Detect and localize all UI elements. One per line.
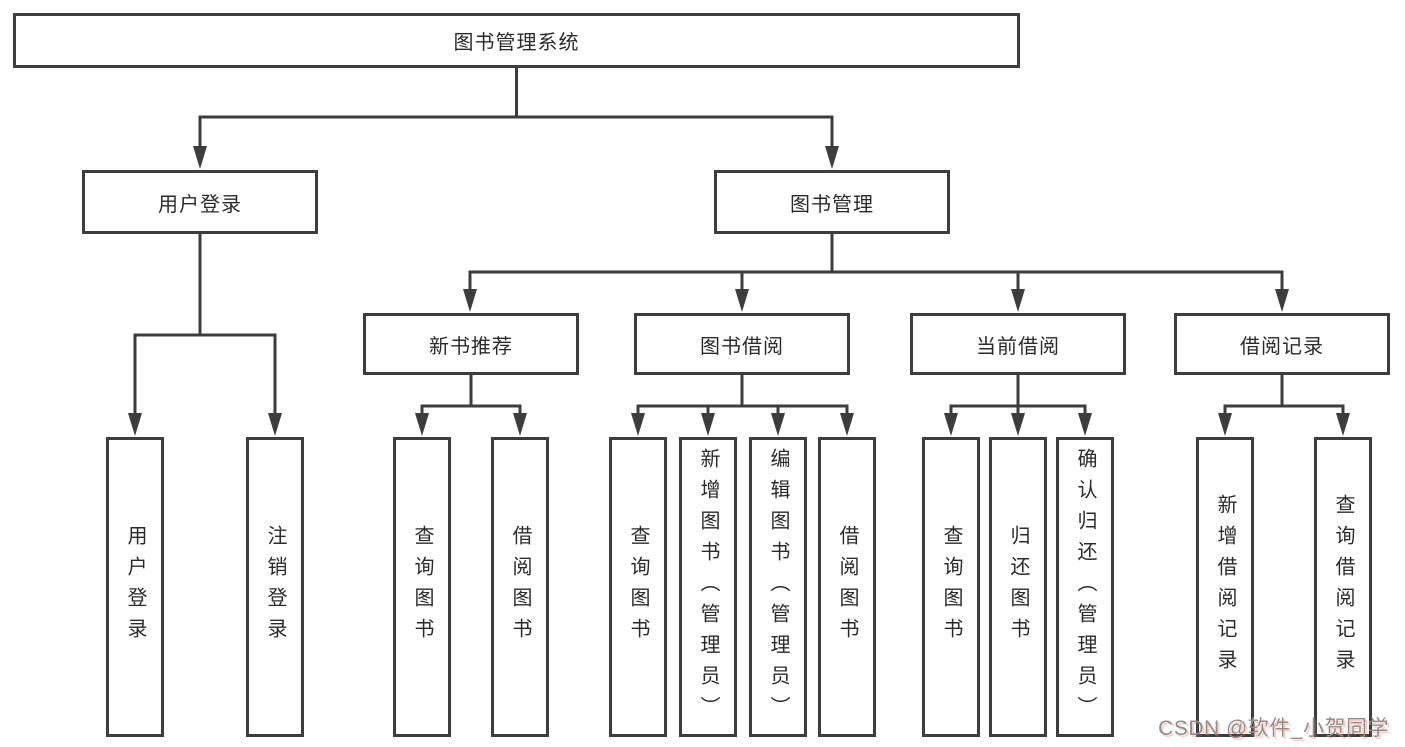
- csdn-watermark: CSDN @软件_小贺同学: [1158, 717, 1389, 740]
- leaf-query-borrow-record: 查询借阅记录: [1314, 437, 1372, 737]
- leaf-query-book-borrow: 查询图书: [609, 437, 667, 737]
- connector-book-borrow-branch: [631, 374, 854, 436]
- leaf-add-book-admin: 新增图书（管理员）: [679, 437, 737, 737]
- node-book-management: 图书管理: [714, 170, 950, 234]
- connector-borrow-record-branch: [1218, 374, 1350, 436]
- leaf-borrow-book: 借阅图书: [818, 437, 876, 737]
- node-user-login: 用户登录: [82, 170, 318, 234]
- leaf-edit-book-admin: 编辑图书（管理员）: [749, 437, 807, 737]
- node-new-book-recommend: 新书推荐: [363, 313, 579, 375]
- leaf-query-book-current: 查询图书: [922, 437, 980, 737]
- leaf-query-book-recommend: 查询图书: [393, 437, 451, 737]
- leaf-user-login: 用户登录: [106, 437, 164, 737]
- node-current-borrow: 当前借阅: [910, 313, 1126, 375]
- node-borrow-record: 借阅记录: [1174, 313, 1390, 375]
- node-root-system: 图书管理系统: [13, 13, 1020, 68]
- leaf-return-book: 归还图书: [989, 437, 1047, 737]
- connector-user-login-branch: [128, 233, 282, 436]
- connector-current-borrow-branch: [944, 374, 1092, 436]
- node-book-borrow: 图书借阅: [634, 313, 850, 375]
- connector-book-management-branch: [463, 233, 1289, 312]
- leaf-add-borrow-record: 新增借阅记录: [1196, 437, 1254, 737]
- connector-root-branch: [193, 67, 839, 169]
- leaf-confirm-return-admin: 确认归还（管理员）: [1056, 437, 1114, 737]
- leaf-logout: 注销登录: [246, 437, 304, 737]
- connector-new-book-branch: [415, 374, 527, 436]
- leaf-borrow-book-recommend: 借阅图书: [491, 437, 549, 737]
